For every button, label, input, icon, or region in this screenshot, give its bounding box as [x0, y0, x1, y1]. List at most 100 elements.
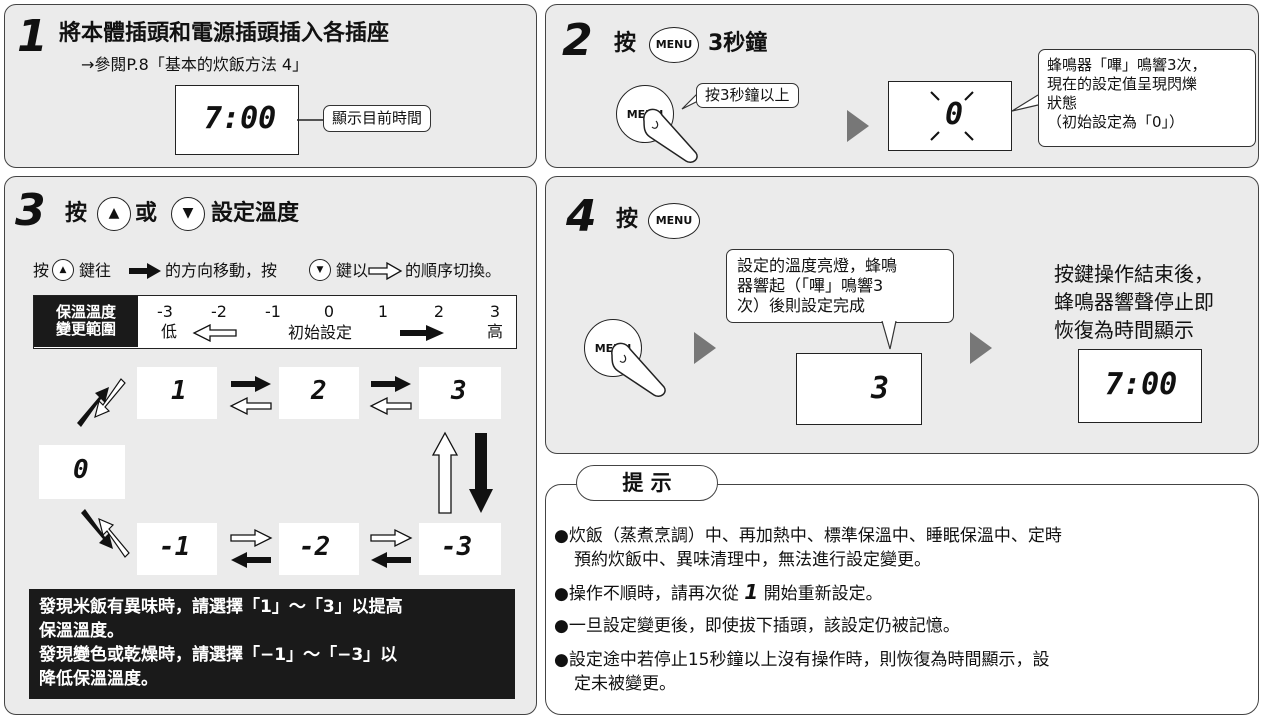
temp-display-text: 0	[73, 455, 89, 485]
range-value: -3	[157, 302, 173, 321]
step4-temp-display-text: 3	[871, 371, 890, 406]
step3-instr-b: 鍵往	[79, 261, 112, 280]
step4-menu-label: MENU	[655, 214, 693, 227]
tip-line: ●設定途中若停止15秒鐘以上沒有操作時，則恢復為時間顯示，設	[554, 650, 1050, 670]
temp-display-text: 1	[171, 376, 187, 406]
tip-line2-step: 1	[744, 580, 759, 604]
step1-display: 7:00	[175, 85, 299, 155]
step4-menu-button[interactable]: MENU	[648, 203, 700, 239]
step4-title-press: 按	[616, 207, 639, 232]
flash-rays-icon	[930, 91, 974, 141]
step3-advice-box: 發現米飯有異味時，請選擇「1」～「3」以提高 保溫溫度。 發現變色或乾燥時，請選…	[29, 589, 515, 699]
tip-line: ●炊飯（蒸煮烹調）中、再加熱中、標準保溫中、睡眠保溫中、定時	[554, 526, 1062, 546]
temp-display-text: -2	[299, 532, 331, 562]
tip-line: ●操作不順時，請再次從 1 開始重新設定。	[554, 581, 883, 606]
down-triangle-icon: ▼	[182, 205, 194, 221]
range-low-label: 低	[160, 322, 177, 341]
tip-line2-b: 開始重新設定。	[763, 584, 883, 604]
step4-next-arrow-icon	[970, 332, 992, 364]
step2-title-press: 按	[614, 31, 637, 56]
temp-display-text: 2	[311, 376, 327, 406]
range-header: 保溫溫度 變更範圍	[34, 296, 138, 347]
step2-panel: 2 按 MENU 3秒鐘 MENU 按3秒鐘以上 0 蜂鳴器「嗶」鳴響3次， 現…	[545, 4, 1259, 168]
step4-result-line3: 恢復為時間顯示	[1054, 318, 1194, 342]
cycle-arrows-icon	[229, 376, 272, 416]
range-value: 0	[323, 302, 335, 321]
temp-display: -3	[419, 523, 501, 575]
advice-line3: 發現變色或乾燥時，請選擇「−1」～「−3」以	[39, 645, 398, 665]
step3-number: 3	[15, 185, 46, 236]
range-value: 2	[433, 302, 445, 321]
temp-display: 1	[137, 367, 217, 419]
tips-title: 提 示	[576, 465, 718, 501]
step4-result-line1: 按鍵操作結束後，	[1054, 262, 1214, 286]
step2-note-line2: 現在的設定值呈現閃爍	[1047, 75, 1198, 93]
step2-menu-label: MENU	[655, 38, 693, 51]
step4-panel: 4 按 MENU MENU 設定的溫度亮燈，蜂鳴 器響起（「嗶」鳴響3 次）後則…	[545, 176, 1259, 454]
step4-temp-display: 3	[796, 353, 922, 425]
step2-note: 蜂鳴器「嗶」鳴響3次， 現在的設定值呈現閃爍 狀態 （初始設定為「0」）	[1038, 49, 1256, 147]
range-value: 3	[489, 302, 501, 321]
step3-down-button[interactable]: ▼	[171, 197, 205, 231]
step1-panel: 1 將本體插頭和電源插頭插入各插座 →參閱P.8「基本的炊飯方法 4」 7:00…	[4, 4, 537, 168]
step1-number: 1	[17, 11, 48, 62]
tips-panel: 提 示 ●炊飯（蒸煮烹調）中、再加熱中、標準保溫中、睡眠保溫中、定時 預約炊飯中…	[545, 465, 1259, 715]
step2-note-line1: 蜂鳴器「嗶」鳴響3次，	[1047, 56, 1207, 74]
step4-callout-line2: 器響起（「嗶」鳴響3	[737, 276, 884, 295]
range-table: 保溫溫度 變更範圍 -3 -2 -1 0 1 2 3 低 初始設定 高	[33, 295, 517, 349]
diagonal-arrows-icon	[77, 378, 126, 427]
step2-note-line4: （初始設定為「0」）	[1047, 113, 1185, 131]
temp-display: -2	[279, 523, 359, 575]
step3-up-button[interactable]: ▲	[97, 197, 131, 231]
up-triangle-icon: ▲	[108, 205, 120, 221]
step3-title-press: 按	[65, 201, 88, 226]
step1-title: 將本體插頭和電源插頭插入各插座	[59, 21, 390, 46]
tip-line: 定未被變更。	[574, 674, 676, 694]
step3-title-suffix: 設定溫度	[211, 201, 300, 226]
step4-callout-pointer	[881, 321, 897, 350]
cycle-arrows-icon	[369, 376, 412, 416]
finger-icon	[643, 108, 698, 164]
range-header-line2: 變更範圍	[55, 320, 116, 338]
diagonal-arrows-icon	[81, 509, 130, 558]
up-triangle-icon: ▲	[59, 265, 67, 275]
step3-instr-c: 的方向移動，按	[165, 261, 278, 280]
step3-instr-e: 的順序切換。	[405, 261, 502, 280]
step2-menu-button[interactable]: MENU	[649, 27, 699, 63]
vertical-arrows-icon	[431, 431, 493, 514]
temp-display-text: -3	[441, 532, 473, 562]
down-triangle-icon: ▼	[316, 265, 324, 275]
step1-reference: →參閱P.8「基本的炊飯方法 4」	[81, 55, 309, 74]
step3-title-or: 或	[135, 201, 158, 226]
step1-display-text: 7:00	[204, 101, 277, 136]
tip-line: ●一旦設定變更後，即使拔下插頭，該設定仍被記憶。	[554, 616, 960, 636]
range-value: 1	[377, 302, 389, 321]
range-value: -1	[265, 302, 281, 321]
range-header-line1: 保溫溫度	[55, 303, 116, 321]
advice-line2: 保溫溫度。	[39, 621, 124, 641]
cycle-arrows-icon	[230, 528, 273, 568]
range-high-label: 高	[486, 322, 503, 341]
step4-next-arrow-icon	[694, 332, 716, 364]
step2-note-pointer	[1011, 94, 1039, 112]
temp-display-text: -1	[159, 532, 191, 562]
range-value: -2	[211, 302, 227, 321]
step2-display: 0	[888, 81, 1012, 151]
tip-line2-a: ●操作不順時，請再次從	[554, 584, 739, 604]
hollow-right-arrow-icon	[368, 261, 403, 281]
solid-right-arrow-icon	[400, 325, 444, 341]
step2-number: 2	[562, 15, 593, 66]
temp-display-initial: 0	[39, 445, 125, 499]
step1-callout-line	[297, 119, 325, 121]
step4-result-line2: 蜂鳴器響聲停止即	[1054, 290, 1214, 314]
temp-display: 2	[279, 367, 359, 419]
step2-title-suffix: 3秒鐘	[708, 31, 768, 56]
step3-instr-d: 鍵以	[336, 261, 369, 280]
step3-instr-up-icon: ▲	[52, 259, 74, 281]
hollow-left-arrow-icon	[192, 324, 237, 342]
step4-callout-line3: 次）後則設定完成	[737, 296, 866, 315]
step2-next-arrow-icon	[847, 110, 869, 142]
solid-right-arrow-icon	[129, 263, 161, 279]
step2-hold-callout: 按3秒鐘以上	[696, 83, 799, 108]
step2-display-text: 0	[945, 97, 964, 132]
